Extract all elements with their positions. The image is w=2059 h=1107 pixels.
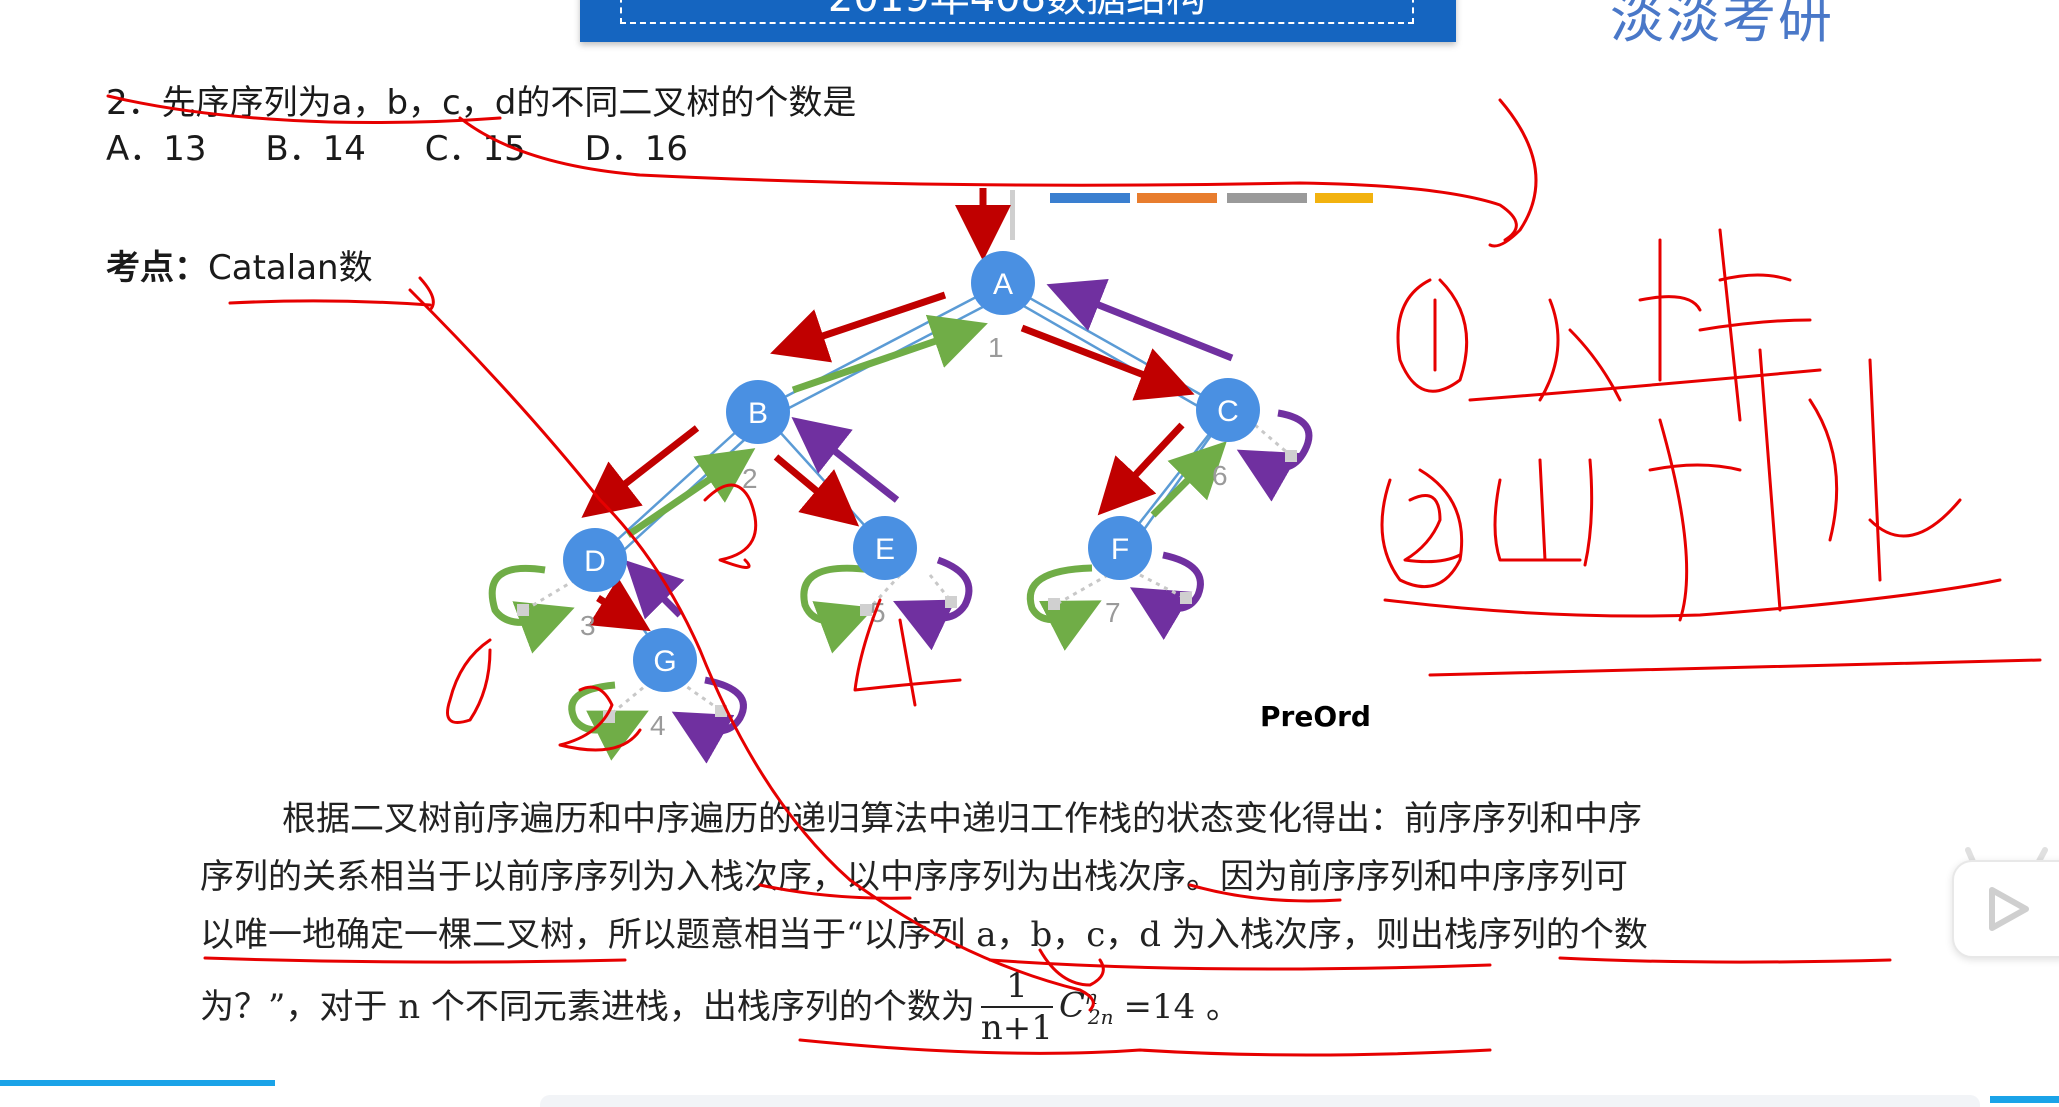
brand-logo: 淡淡考研 [1610, 0, 1834, 50]
explanation-line-2: 序列的关系相当于以前序序列为入栈次序，以中序序列为出栈次序。因为前序序列和中序序… [200, 857, 1628, 897]
legend-divider [1010, 190, 1015, 240]
visit-num-a: 1 [988, 332, 1004, 363]
header-banner: 2019年408数据结构 [580, 0, 1456, 42]
legend-bar-yellow [1315, 193, 1373, 203]
node-e-label: E [875, 533, 895, 566]
visit-num-b: 2 [742, 463, 758, 494]
node-e: E [853, 516, 917, 580]
node-f: F [1088, 516, 1152, 580]
header-title: 2019年408数据结构 [620, 0, 1414, 24]
formula-numerator: 1 [980, 966, 1053, 1008]
topic-label: 考点： [106, 248, 208, 288]
topic-value: Catalan数 [208, 248, 373, 288]
node-d: D [563, 528, 627, 592]
tree-edges [593, 281, 1229, 661]
explanation-line-3: 以唯一地确定一棵二叉树，所以题意相当于“以序列 a，b，c，d 为入栈次序，则出… [200, 915, 1648, 955]
tree-nodes: A B C D E F G [563, 251, 1260, 692]
node-c-label: C [1217, 395, 1239, 428]
formula-c: C [1058, 985, 1085, 1026]
diagram-caption: PreOrder [1260, 700, 1372, 733]
node-b: B [726, 380, 790, 444]
formula-fraction: 1 n+1 [980, 966, 1053, 1048]
option-b: B．14 [265, 129, 366, 169]
bottom-panel [540, 1095, 1980, 1107]
node-d-label: D [584, 545, 606, 578]
node-f-label: F [1111, 533, 1129, 566]
node-a: A [971, 251, 1035, 315]
play-icon [1989, 887, 2029, 931]
node-g: G [633, 628, 697, 692]
formula-sub: 2n [1087, 1005, 1114, 1030]
purple-arrows [625, 278, 1313, 764]
legend-bar-gray [1227, 193, 1307, 203]
node-c: C [1196, 378, 1260, 442]
topic-line: 考点：Catalan数 [106, 245, 373, 291]
node-b-label: B [748, 397, 768, 430]
node-a-label: A [993, 268, 1013, 301]
formula-denominator: n+1 [980, 1008, 1053, 1048]
explanation-line-1: 根据二叉树前序遍历和中序遍历的递归算法中递归工作栈的状态变化得出：前序序列和中序 [282, 799, 1642, 839]
visit-num-d: 3 [580, 610, 596, 641]
visit-num-g: 4 [650, 710, 666, 741]
formula-combination: Cn2n [1059, 968, 1114, 1046]
legend-bar-orange [1137, 193, 1217, 203]
visit-num-f: 7 [1105, 597, 1121, 628]
visit-num-c: 6 [1212, 460, 1228, 491]
explanation-line-4: 为？”，对于 n 个不同元素进栈，出栈序列的个数为 1 n+1 Cn2n =14… [200, 966, 1240, 1048]
play-button[interactable] [1952, 860, 2059, 958]
node-g-label: G [653, 645, 676, 678]
legend-bar-blue [1050, 193, 1130, 203]
formula-result: =14 。 [1123, 987, 1241, 1027]
option-a: A．13 [106, 129, 207, 169]
explanation-line-4-prefix: 为？”，对于 n 个不同元素进栈，出栈序列的个数为 [200, 987, 975, 1027]
accent-bar [1990, 1096, 2059, 1103]
progress-bar[interactable] [0, 1080, 275, 1086]
visit-num-e: 5 [870, 597, 886, 628]
